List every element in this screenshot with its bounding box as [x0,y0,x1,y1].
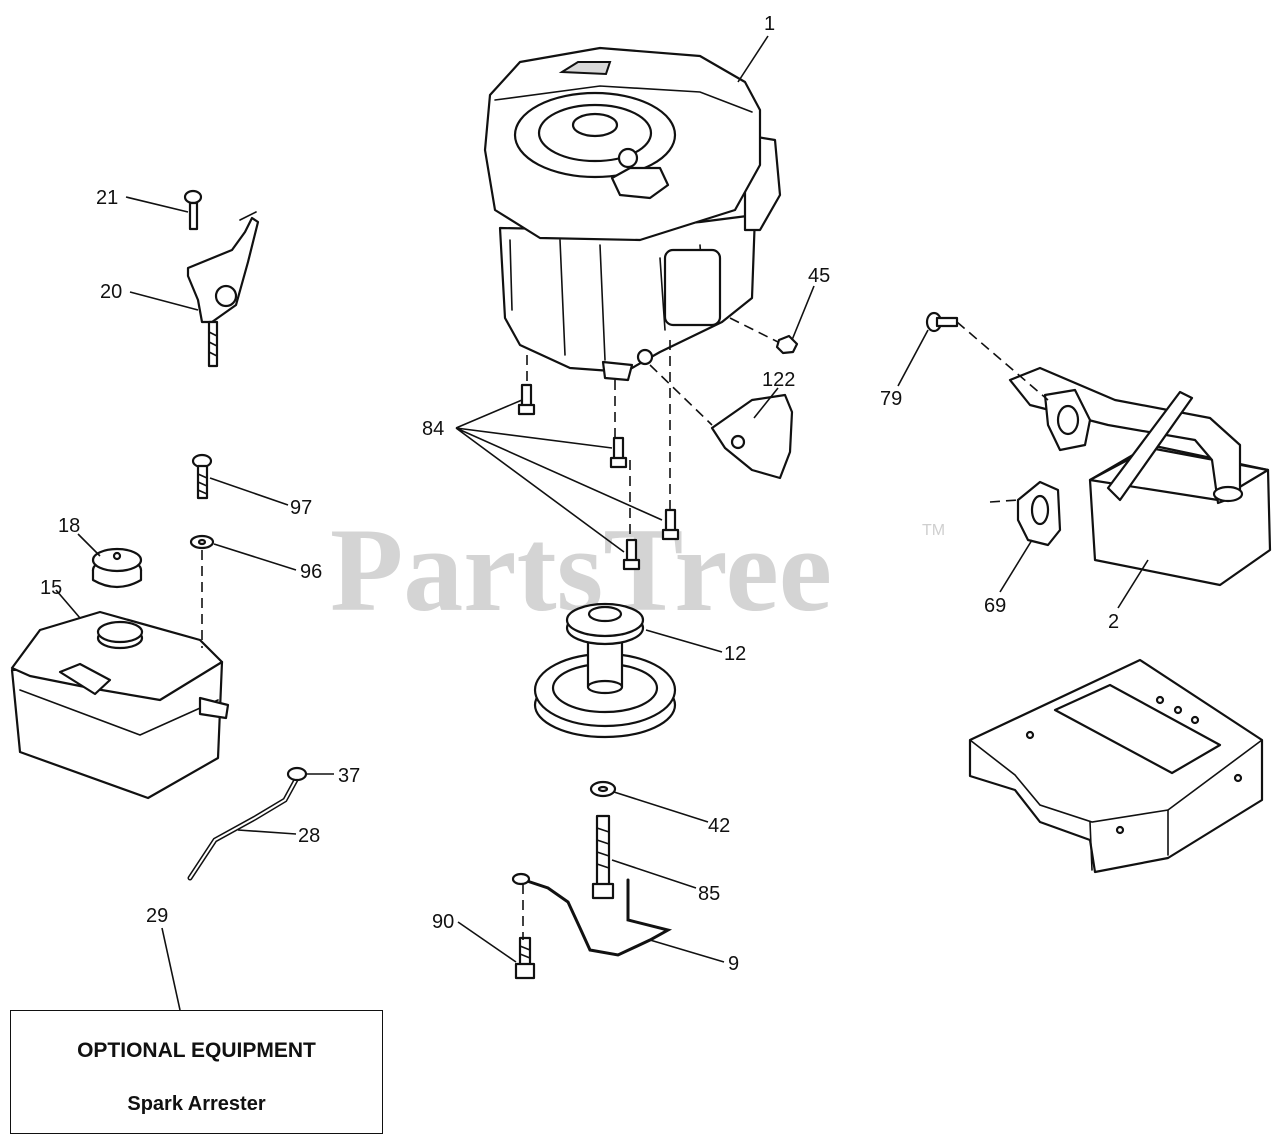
leader-clamp-rod [649,939,725,963]
leader-fuel-tank [55,589,81,619]
muffler-bolt[interactable] [925,311,959,333]
leader-bracket-screw [125,196,189,213]
callout-engine: 1 [764,13,775,35]
washer[interactable] [589,780,617,798]
heat-shield[interactable] [710,393,794,480]
optional-equipment-box: OPTIONAL EQUIPMENT Spark Arrester [10,1010,383,1134]
optional-equipment-item[interactable]: Spark Arrester [127,1093,266,1115]
callout-spark-arrester: 29 [146,905,168,927]
callout-muffler: 2 [1108,611,1119,633]
fuel-line[interactable] [187,775,300,881]
callout-pulley: 12 [724,643,746,665]
callout-muffler-bolt: 79 [880,388,902,410]
callout-gasket: 69 [984,595,1006,617]
pulley-bolt[interactable] [591,814,615,900]
leader-muffler [1117,559,1149,609]
fuel-cap[interactable] [91,547,143,589]
callout-throttle-bracket: 20 [100,281,122,303]
leader-heat-shield [753,387,779,419]
leader-nut [791,285,815,341]
watermark-trademark: TM [922,522,945,539]
pulley[interactable] [533,602,677,739]
throttle-bracket[interactable] [186,211,260,324]
callout-fuel-cap: 18 [58,515,80,537]
bracket-lower-bolt [207,320,219,368]
leader-pulley [645,629,723,653]
gasket[interactable] [1016,480,1062,547]
hose-clamp[interactable] [286,766,308,782]
leader-spark-arrester [161,927,181,1011]
leader-fuel-cap [77,533,101,557]
callout-pulley-bolt: 85 [698,883,720,905]
optional-equipment-title: OPTIONAL EQUIPMENT [77,1039,316,1062]
leader-clamp-bolt [457,921,517,963]
callout-nut: 45 [808,265,830,287]
tank-bolt[interactable] [191,453,213,500]
bracket-screw[interactable] [183,189,203,231]
leader-engine [737,35,769,83]
callout-fuel-tank: 15 [40,577,62,599]
callout-engine-bolts: 84 [422,418,444,440]
leader-fuel-line [237,829,297,835]
nut[interactable] [775,334,799,355]
leader-washer [613,791,709,823]
leader-engine-bolts [455,399,663,553]
leader-tank-washer [213,543,297,571]
leader-tank-bolt [209,477,289,506]
leader-gasket [999,539,1033,593]
leader-muffler-bolt [897,329,929,387]
clamp-rod[interactable] [511,872,673,957]
callout-clamp-rod: 9 [728,953,739,975]
callout-hose-clamp: 37 [338,765,360,787]
muffler-flange-gasket [1043,388,1092,452]
callout-tank-bolt: 97 [290,497,312,519]
leader-throttle-bracket [129,291,199,311]
callout-tank-washer: 96 [300,561,322,583]
engine-bolts[interactable] [517,383,680,571]
engine-mount-plate [968,658,1264,874]
engine[interactable] [483,46,782,382]
callout-clamp-bolt: 90 [432,911,454,933]
callout-heat-shield: 122 [762,369,795,391]
callout-washer: 42 [708,815,730,837]
callout-fuel-line: 28 [298,825,320,847]
fuel-tank[interactable] [10,610,230,800]
leader-pulley-bolt [611,859,697,889]
callout-bracket-screw: 21 [96,187,118,209]
tank-washer[interactable] [189,534,215,550]
clamp-bolt[interactable] [514,936,536,980]
